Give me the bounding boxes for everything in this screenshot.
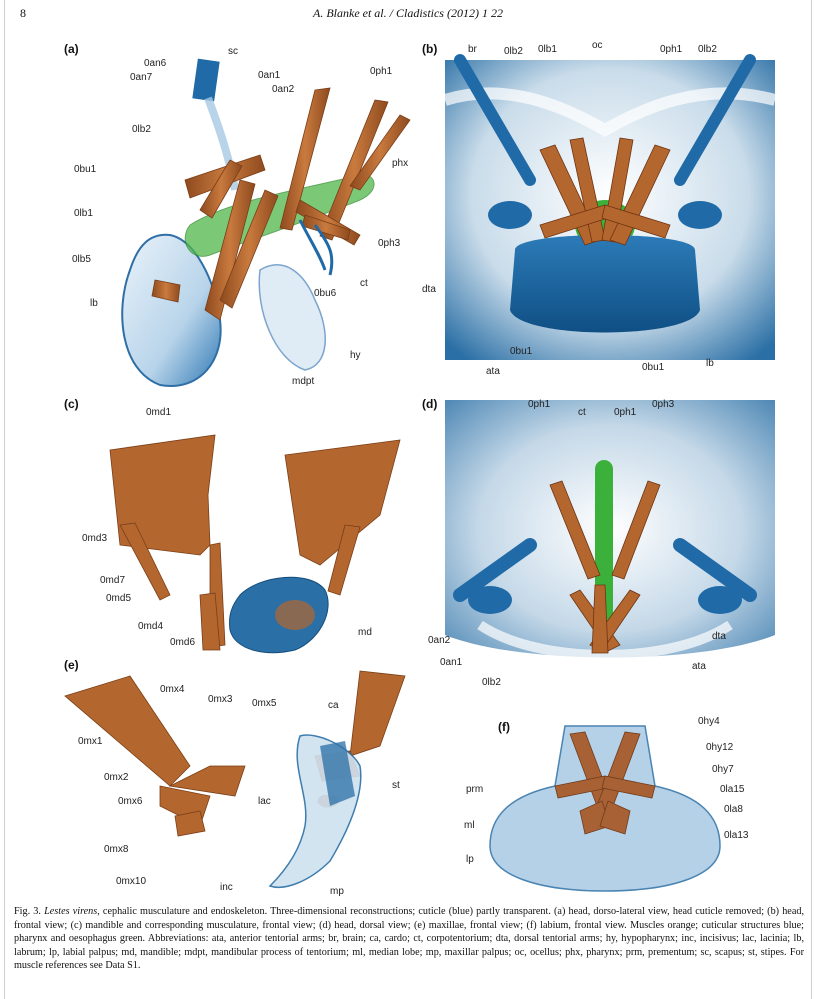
label-0mx6: 0mx6 — [118, 796, 142, 807]
label-0bu1-right: 0bu1 — [642, 362, 664, 373]
label-0mx3: 0mx3 — [208, 694, 232, 705]
label-dta: dta — [422, 284, 436, 295]
label-ml: ml — [464, 820, 475, 831]
label-0ph1-left: 0ph1 — [528, 399, 550, 410]
label-0lb2-right: 0lb2 — [698, 44, 717, 55]
panel-d: (d) 0ph1 ct 0ph1 0ph3 0an2 0an1 0lb2 0bu… — [420, 395, 790, 685]
label-0la15: 0la15 — [720, 784, 744, 795]
panel-b: (b) br 0lb2 0lb1 oc 0ph1 0lb2 dta ata 0b… — [420, 40, 790, 390]
label-mp: mp — [330, 886, 344, 897]
label-0ph3: 0ph3 — [652, 399, 674, 410]
label-mdpt: mdpt — [292, 376, 314, 387]
label-phx: phx — [392, 158, 408, 169]
label-sc: sc — [228, 46, 238, 57]
panel-a: (a) sc 0an6 0an7 0an1 0an2 0ph1 0lb2 phx… — [60, 40, 420, 390]
label-0lb1: 0lb1 — [74, 208, 93, 219]
label-0mx10: 0mx10 — [116, 876, 146, 887]
panel-d-illustration — [420, 395, 790, 685]
label-inc: inc — [220, 882, 233, 893]
panel-a-illustration — [60, 40, 420, 390]
label-0mx2: 0mx2 — [104, 772, 128, 783]
label-0mx8: 0mx8 — [104, 844, 128, 855]
label-0ph1-right: 0ph1 — [614, 407, 636, 418]
label-0bu1-left: 0bu1 — [510, 346, 532, 357]
panel-e: (e) 0mx4 0mx3 0mx5 0mx1 0mx2 0mx6 0mx8 0… — [60, 656, 420, 901]
label-dta: dta — [712, 631, 726, 642]
label-lac: lac — [258, 796, 271, 807]
label-lp: lp — [466, 854, 474, 865]
panel-c-label: (c) — [64, 397, 79, 411]
panel-b-label: (b) — [422, 42, 437, 56]
label-0lb1: 0lb1 — [538, 44, 557, 55]
caption-text: , cephalic musculature and endoskeleton.… — [14, 906, 804, 971]
panel-f: (f) 0hy4 0hy12 0hy7 prm 0la15 0la8 ml 0l… — [420, 716, 790, 901]
panel-f-label: (f) — [498, 720, 510, 734]
label-0ph3: 0ph3 — [378, 238, 400, 249]
label-ca: ca — [328, 700, 339, 711]
panel-d-label: (d) — [422, 397, 437, 411]
label-0an2: 0an2 — [428, 635, 450, 646]
label-ct: ct — [578, 407, 586, 418]
panel-a-label: (a) — [64, 42, 79, 56]
label-0an1: 0an1 — [440, 657, 462, 668]
label-0ph1: 0ph1 — [660, 44, 682, 55]
label-0la13: 0la13 — [724, 830, 748, 841]
running-title: A. Blanke et al. / Cladistics (2012) 1 2… — [0, 6, 816, 21]
label-hy: hy — [350, 350, 361, 361]
label-0lb2: 0lb2 — [482, 677, 501, 685]
label-0md4: 0md4 — [138, 621, 163, 632]
label-0hy12: 0hy12 — [706, 742, 733, 753]
label-br: br — [468, 44, 477, 55]
label-0mx4: 0mx4 — [160, 684, 184, 695]
label-0lb2: 0lb2 — [132, 124, 151, 135]
label-oc: oc — [592, 40, 603, 51]
label-0mx5: 0mx5 — [252, 698, 276, 709]
label-0mx1: 0mx1 — [78, 736, 102, 747]
label-0md5: 0md5 — [106, 593, 131, 604]
label-lb: lb — [90, 298, 98, 309]
label-0an2: 0an2 — [272, 84, 294, 95]
label-0hy7: 0hy7 — [712, 764, 734, 775]
caption-fig: Fig. 3. — [14, 906, 41, 917]
label-ata: ata — [486, 366, 500, 377]
label-lb: lb — [706, 358, 714, 369]
label-0an1: 0an1 — [258, 70, 280, 81]
label-ct: ct — [360, 278, 368, 289]
label-st: st — [392, 780, 400, 791]
label-0lb2: 0lb2 — [504, 46, 523, 57]
figure-caption: Fig. 3. Lestes virens, cephalic musculat… — [14, 905, 804, 973]
label-0hy4: 0hy4 — [698, 716, 720, 727]
panel-c: (c) 0md1 0md3 0md7 0md5 0md4 0md6 md — [60, 395, 420, 670]
label-0md1: 0md1 — [146, 407, 171, 418]
panel-e-label: (e) — [64, 658, 79, 672]
label-0lb5: 0lb5 — [72, 254, 91, 265]
label-0ph1: 0ph1 — [370, 66, 392, 77]
label-0md3: 0md3 — [82, 533, 107, 544]
label-md: md — [358, 627, 372, 638]
label-0md7: 0md7 — [100, 575, 125, 586]
label-0md6: 0md6 — [170, 637, 195, 648]
label-prm: prm — [466, 784, 483, 795]
label-0la8: 0la8 — [724, 804, 743, 815]
panel-b-illustration — [420, 40, 790, 390]
label-0an7: 0an7 — [130, 72, 152, 83]
label-0bu6: 0bu6 — [314, 288, 336, 299]
label-0bu1: 0bu1 — [74, 164, 96, 175]
label-ata: ata — [692, 661, 706, 672]
caption-species: Lestes virens — [44, 906, 97, 917]
label-0an6: 0an6 — [144, 58, 166, 69]
